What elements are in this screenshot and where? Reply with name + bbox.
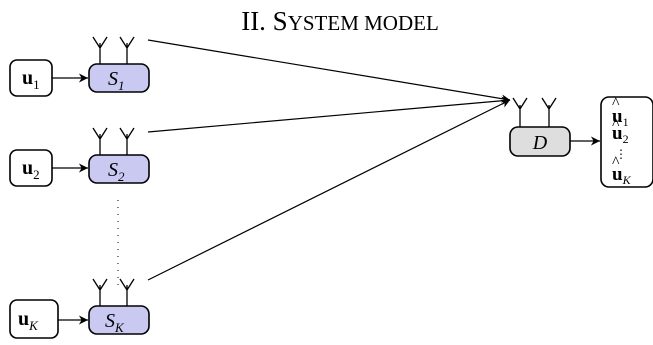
output-hat: ^ [612,154,620,171]
channel-arrow-1 [147,39,511,103]
channel-arrow-k [147,99,511,281]
output-subscript: K [622,173,632,187]
output-ellipsis: ⋮ [615,147,627,161]
source-subscript: 1 [118,78,125,93]
section-title-prefix: II. S [241,6,288,36]
output-hat: ^ [612,116,620,133]
output-block: ^ u1 ^ u2 ⋮ ^ uK [600,95,653,188]
input-block-1: u1 [9,59,53,97]
input-subscript: K [28,318,39,333]
output-symbol: u [612,164,623,185]
source-block-k: SK [88,305,150,335]
output-symbol: u [612,106,623,127]
source-symbol: S [105,310,115,332]
input-subscript: 2 [33,167,40,182]
input-symbol: u [18,308,29,330]
svg-text:u1: u1 [22,67,40,92]
antenna-icon [92,127,135,155]
svg-text:u2: u2 [22,157,40,182]
source-block-1: S1 [88,63,150,93]
input-block-k: uK [9,299,59,339]
source-symbol: S [108,68,118,90]
section-title-smallcaps: YSTEM MODEL [288,11,439,35]
source-subscript: 2 [118,169,125,184]
source-symbol: S [108,159,118,181]
channel-arrow-2 [147,96,511,133]
input-symbol: u [22,67,33,89]
input-subscript: 1 [33,77,40,92]
output-symbol: u [612,123,623,144]
input-symbol: u [22,157,33,179]
svg-text:SK: SK [105,310,125,335]
detector-symbol: D [532,132,548,154]
antenna-icon [512,97,557,127]
svg-text:u1: u1 [612,106,629,129]
source-block-2: S2 [88,154,150,184]
svg-text:uK: uK [18,308,39,333]
antenna-icon [92,278,135,306]
source-subscript: K [114,320,125,335]
svg-text:uK: uK [612,164,632,187]
svg-text:S1: S1 [108,68,125,93]
output-subscript: 2 [623,132,629,146]
antenna-icon [92,36,135,64]
svg-text:u2: u2 [612,123,629,146]
output-hat: ^ [612,95,620,112]
output-subscript: 1 [623,115,629,129]
svg-text:S2: S2 [108,159,125,184]
section-title: II. SYSTEM MODEL [241,6,439,36]
detector-block: D [509,126,571,157]
input-block-2: u2 [9,149,53,187]
